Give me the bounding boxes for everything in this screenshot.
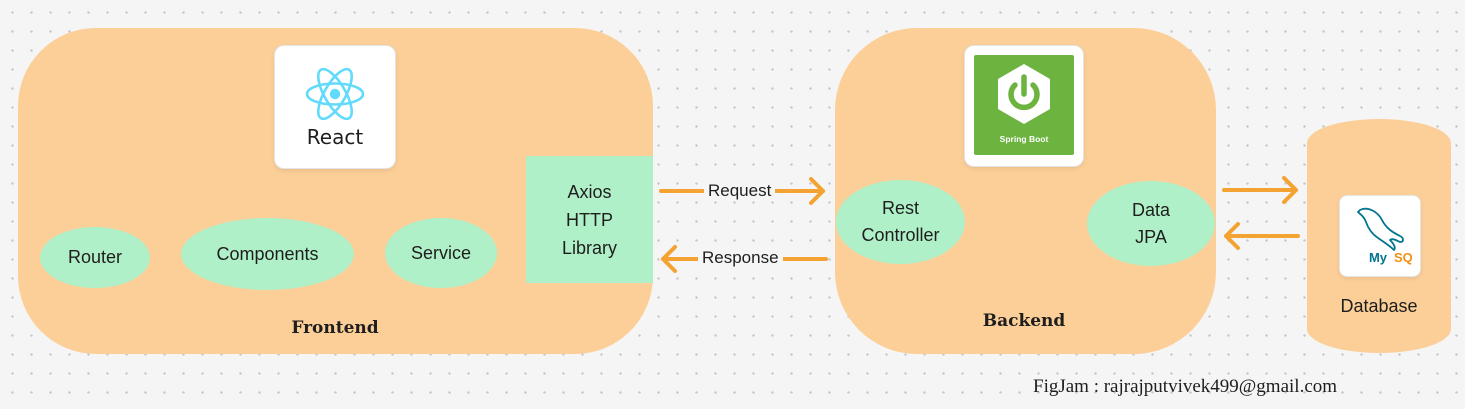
- spring-boot-logo-tile: Spring Boot: [974, 55, 1074, 155]
- axios-http-library-node: Axios HTTP Library: [526, 156, 653, 283]
- react-logo-card: React: [275, 46, 395, 168]
- router-node: Router: [40, 227, 150, 288]
- react-logo-icon: [305, 67, 365, 121]
- request-label: Request: [704, 181, 776, 201]
- spring-boot-logo-card: Spring Boot: [965, 46, 1083, 166]
- service-node: Service: [385, 218, 497, 288]
- react-logo-text: React: [306, 125, 364, 149]
- backend-label: Backend: [982, 311, 1066, 331]
- spring-boot-logo-icon: [998, 64, 1050, 124]
- mysql-logo-text-my: My: [1369, 250, 1388, 265]
- components-node: Components: [181, 218, 354, 290]
- from-database-arrow: [1224, 222, 1300, 250]
- mysql-logo-text-sql: SQL: [1394, 250, 1412, 265]
- mysql-logo-card: My SQL: [1340, 196, 1420, 276]
- response-label: Response: [698, 248, 783, 268]
- data-jpa-node: Data JPA: [1087, 181, 1215, 266]
- mysql-logo-icon: My SQL: [1357, 207, 1412, 265]
- database-label: Database: [1340, 296, 1418, 316]
- frontend-label: Frontend: [291, 318, 379, 338]
- footer-credit: FigJam : rajrajputvivek499@gmail.com: [1033, 376, 1338, 397]
- spring-boot-logo-text: Spring Boot: [999, 134, 1049, 144]
- to-database-arrow: [1222, 176, 1298, 204]
- rest-controller-node: Rest Controller: [836, 180, 965, 264]
